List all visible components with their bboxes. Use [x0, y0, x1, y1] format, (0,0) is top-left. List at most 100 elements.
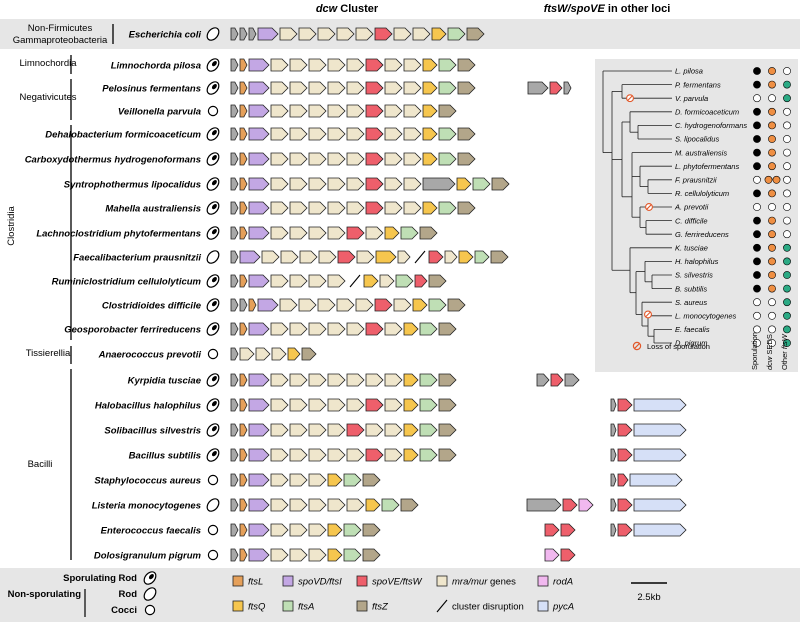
gene-arrow [248, 548, 270, 562]
gene-arrow [633, 448, 687, 462]
gene-arrow [248, 498, 270, 512]
gene-arrow [365, 226, 384, 240]
gene-arrow [257, 27, 279, 41]
gene-arrow [289, 322, 308, 336]
gene-arrow [318, 250, 337, 264]
other-locus-row [526, 498, 594, 512]
tree-taxon: F. prausnitzii [675, 176, 717, 185]
legend-item: ftsZ [356, 600, 389, 613]
trait-dot [768, 80, 776, 89]
legend-label: mra/mur genes [452, 577, 516, 588]
trait-dot [753, 203, 761, 211]
legend-band [0, 568, 800, 622]
loss-marker-slash [645, 311, 651, 318]
group-limnochordia: Limnochordia [19, 58, 77, 69]
trait-dot [783, 257, 791, 266]
gene-arrow [564, 373, 580, 387]
other-locus-row [544, 548, 576, 562]
gene-arrow [403, 373, 419, 387]
gene-arrow [346, 398, 365, 412]
gene-arrow [239, 523, 248, 537]
other-locus-row [527, 81, 572, 95]
legend-label: cluster disruption [452, 602, 524, 613]
gene-row [230, 347, 317, 361]
gene-arrow [289, 81, 308, 95]
legend-item: ftsL [232, 575, 263, 588]
other-locus-row [610, 398, 687, 412]
gene-arrow [230, 274, 239, 288]
gene-arrow [447, 298, 466, 312]
gene-arrow [393, 27, 412, 41]
gene-row [230, 398, 457, 412]
gene-arrow [438, 423, 457, 437]
gene-arrow [289, 177, 308, 191]
gene-arrow [422, 152, 438, 166]
legend-label: spoVE/ftsW [372, 577, 423, 588]
species-label: Mahella australiensis [105, 204, 201, 215]
tree-taxon: P. fermentans [675, 80, 721, 89]
gene-row [230, 104, 457, 118]
legend-swatch [356, 575, 368, 587]
trait-dot [783, 94, 791, 103]
gene-arrow [327, 523, 343, 537]
other-locus-row [610, 523, 687, 537]
gene-arrow [327, 398, 346, 412]
gene-arrow [289, 473, 308, 487]
gene-arrow [317, 298, 336, 312]
trait-dot [753, 175, 761, 184]
morphology-icons [206, 27, 220, 561]
gene-arrow [280, 250, 299, 264]
trait-dot [783, 230, 791, 239]
trait-dot [783, 107, 791, 116]
gene-arrow [239, 250, 261, 264]
gene-arrow [270, 548, 289, 562]
species-label: Halobacillus halophilus [95, 401, 201, 412]
gene-arrow [230, 423, 239, 437]
gene-arrow [270, 274, 289, 288]
gene-arrow [365, 177, 384, 191]
trait-dot [768, 298, 776, 307]
cluster-disruption-mark [349, 274, 361, 288]
coccus-icon [207, 524, 219, 536]
spore-icon [206, 274, 220, 288]
species-label: Faecalibacterium prausnitzii [73, 253, 201, 264]
gene-arrow [431, 27, 447, 41]
gene-arrow [365, 498, 381, 512]
gene-arrow [308, 322, 327, 336]
gene-arrow [544, 548, 560, 562]
trait-dot [768, 107, 776, 116]
gene-arrow [362, 473, 381, 487]
gene-arrow [527, 81, 549, 95]
gene-arrow [438, 104, 457, 118]
loss-marker-icon [632, 341, 642, 351]
gene-arrow [356, 250, 375, 264]
other-locus-row [610, 423, 687, 437]
gene-arrow [384, 104, 403, 118]
gene-arrow [343, 548, 362, 562]
trait-dot [783, 135, 791, 143]
trait-dot [783, 243, 791, 252]
gene-arrow [365, 322, 384, 336]
gene-arrow [395, 274, 414, 288]
legend-rod: Rod [119, 589, 138, 600]
spore-icon [206, 81, 220, 95]
gene-arrow [308, 398, 327, 412]
tree-taxon: S. lipocalidus [675, 135, 719, 144]
loss-marker-slash [634, 343, 640, 349]
gene-arrow [308, 498, 327, 512]
gene-arrow [270, 448, 289, 462]
loss-legend: Loss of sporulation [632, 341, 710, 351]
gene-arrow [362, 523, 381, 537]
tree-taxon: S. silvestris [675, 271, 713, 280]
legend-label: pycA [552, 602, 574, 613]
gene-arrow [438, 127, 457, 141]
legend-sporulating-rod: Sporulating Rod [63, 573, 137, 584]
gene-arrow [457, 58, 476, 72]
trait-dot [753, 107, 761, 116]
trait-dot [772, 175, 781, 184]
legend-item: mra/mur genes [436, 575, 516, 588]
legend-item: ftsQ [232, 600, 266, 613]
gene-arrow [397, 250, 411, 264]
gene-arrow [384, 398, 403, 412]
gene-arrow [230, 347, 239, 361]
